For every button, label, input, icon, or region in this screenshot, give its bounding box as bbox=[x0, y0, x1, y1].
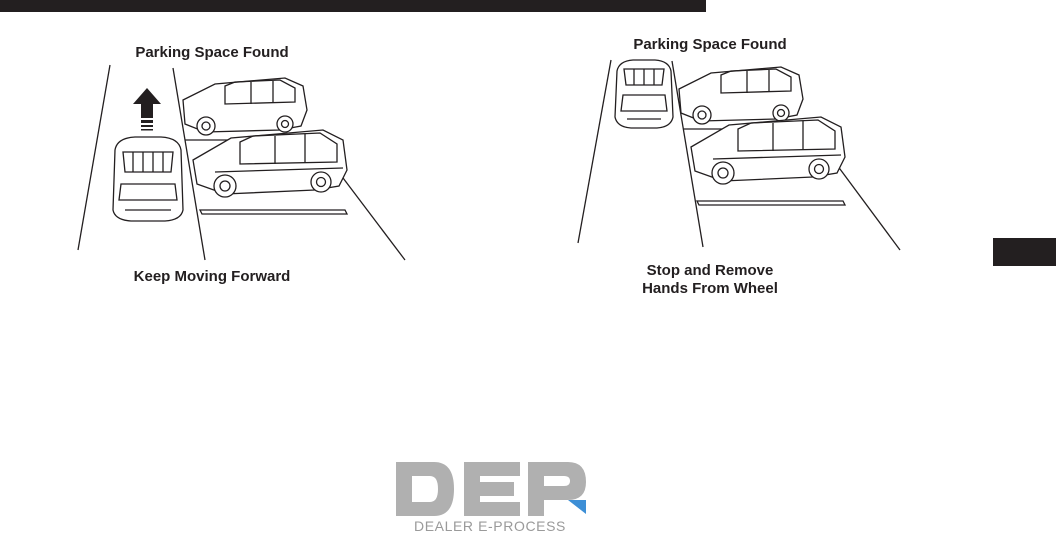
left-caption-bottom: Keep Moving Forward bbox=[133, 268, 291, 285]
right-caption-bottom: Stop and Remove Hands From Wheel bbox=[600, 262, 820, 298]
parked-suv-front bbox=[690, 116, 846, 185]
dealer-eprocess-logo bbox=[396, 462, 586, 516]
parked-suv-rear bbox=[678, 66, 804, 125]
left-caption-top: Parking Space Found bbox=[135, 44, 289, 61]
right-caption-bottom-line2: Hands From Wheel bbox=[642, 280, 778, 297]
logo-subtitle: DEALER E-PROCESS bbox=[414, 518, 566, 534]
parked-suv-front bbox=[192, 129, 348, 198]
right-caption-top: Parking Space Found bbox=[633, 36, 787, 53]
parked-suv-rear bbox=[182, 77, 308, 136]
right-parking-illustration bbox=[577, 59, 901, 251]
forward-arrow-icon bbox=[133, 88, 161, 131]
header-bar bbox=[0, 0, 706, 12]
left-parking-illustration bbox=[77, 64, 406, 261]
stopped-car bbox=[614, 59, 674, 129]
section-tab bbox=[993, 238, 1056, 266]
moving-car bbox=[112, 136, 184, 222]
right-caption-bottom-line1: Stop and Remove bbox=[646, 262, 774, 279]
